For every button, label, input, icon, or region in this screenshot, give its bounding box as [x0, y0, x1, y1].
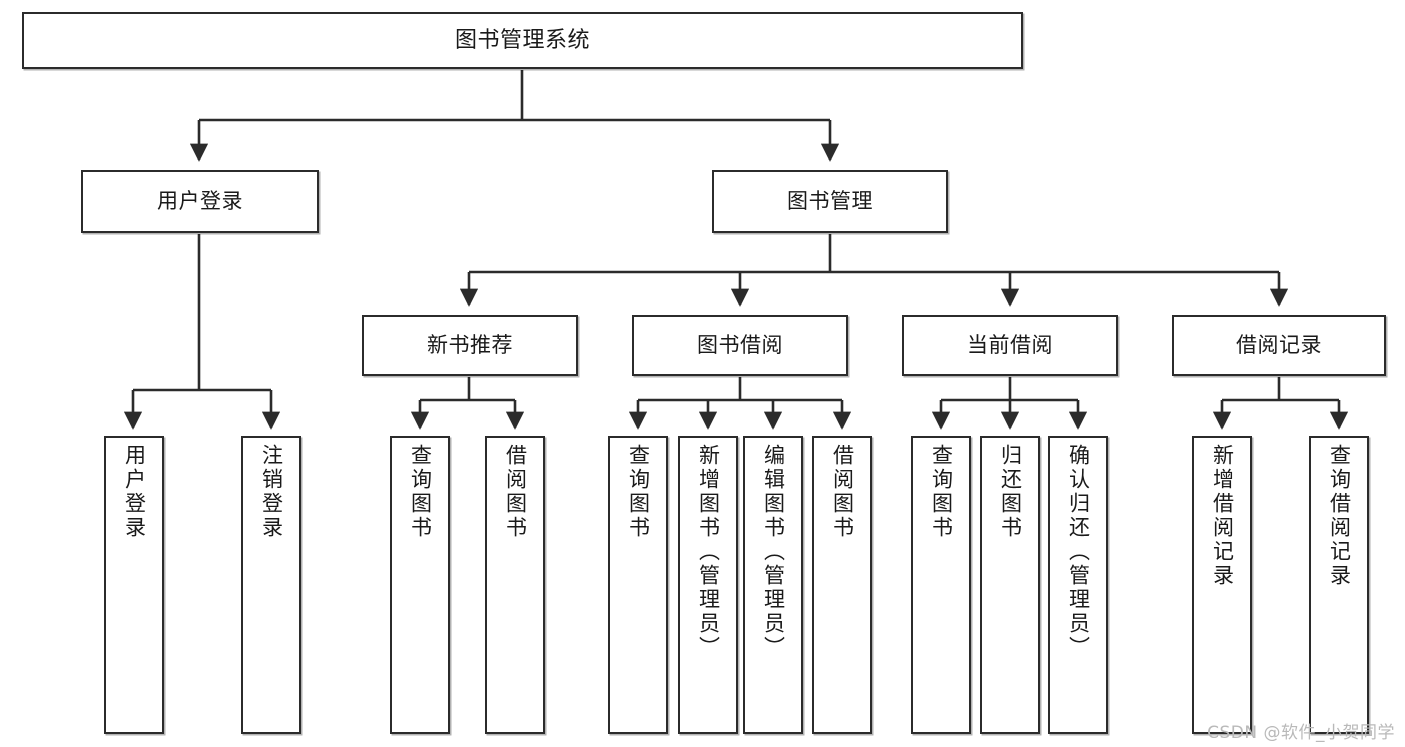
- node-label: 新书推荐: [427, 333, 513, 358]
- node-leaf-edit-book-admin[interactable]: 编辑图书（管理员）: [743, 436, 803, 734]
- node-user-login[interactable]: 用户登录: [81, 170, 319, 233]
- node-label: 借阅图书: [503, 444, 528, 540]
- node-leaf-add-book-admin[interactable]: 新增图书（管理员）: [678, 436, 738, 734]
- node-leaf-borrow-borrow-book[interactable]: 借阅图书: [812, 436, 872, 734]
- node-label: 图书管理: [787, 189, 873, 214]
- node-leaf-return-book[interactable]: 归还图书: [980, 436, 1040, 734]
- node-label: 当前借阅: [967, 333, 1053, 358]
- node-leaf-query-borrow-record[interactable]: 查询借阅记录: [1309, 436, 1369, 734]
- node-label: 注销登录: [259, 444, 284, 540]
- node-label: 归还图书: [998, 444, 1023, 540]
- csdn-watermark: CSDN @软件_小贺同学: [1207, 723, 1395, 743]
- node-label: 新增图书（管理员）: [696, 444, 721, 660]
- node-leaf-confirm-return-admin[interactable]: 确认归还（管理员）: [1048, 436, 1108, 734]
- node-leaf-add-borrow-record[interactable]: 新增借阅记录: [1192, 436, 1252, 734]
- node-label: 借阅图书: [830, 444, 855, 540]
- node-label: 查询图书: [626, 444, 651, 540]
- node-label: 查询图书: [929, 444, 954, 540]
- node-label: 用户登录: [157, 189, 243, 214]
- node-label: 编辑图书（管理员）: [761, 444, 786, 660]
- node-book-borrow[interactable]: 图书借阅: [632, 315, 848, 376]
- node-root-system[interactable]: 图书管理系统: [22, 12, 1023, 69]
- node-borrow-record[interactable]: 借阅记录: [1172, 315, 1386, 376]
- node-leaf-cur-query-book[interactable]: 查询图书: [911, 436, 971, 734]
- node-leaf-rec-borrow-book[interactable]: 借阅图书: [485, 436, 545, 734]
- node-leaf-user-login[interactable]: 用户登录: [104, 436, 164, 734]
- node-label: 借阅记录: [1236, 333, 1322, 358]
- node-book-management[interactable]: 图书管理: [712, 170, 948, 233]
- node-label: 图书管理系统: [454, 27, 590, 53]
- node-leaf-borrow-query-book[interactable]: 查询图书: [608, 436, 668, 734]
- node-label: 图书借阅: [697, 333, 783, 358]
- node-label: 确认归还（管理员）: [1066, 444, 1091, 660]
- node-label: 查询借阅记录: [1327, 444, 1352, 588]
- node-label: 新增借阅记录: [1210, 444, 1235, 588]
- node-leaf-logout[interactable]: 注销登录: [241, 436, 301, 734]
- node-current-borrow[interactable]: 当前借阅: [902, 315, 1118, 376]
- node-leaf-rec-query-book[interactable]: 查询图书: [390, 436, 450, 734]
- node-label: 用户登录: [122, 444, 147, 540]
- node-label: 查询图书: [408, 444, 433, 540]
- node-new-book-recommend[interactable]: 新书推荐: [362, 315, 578, 376]
